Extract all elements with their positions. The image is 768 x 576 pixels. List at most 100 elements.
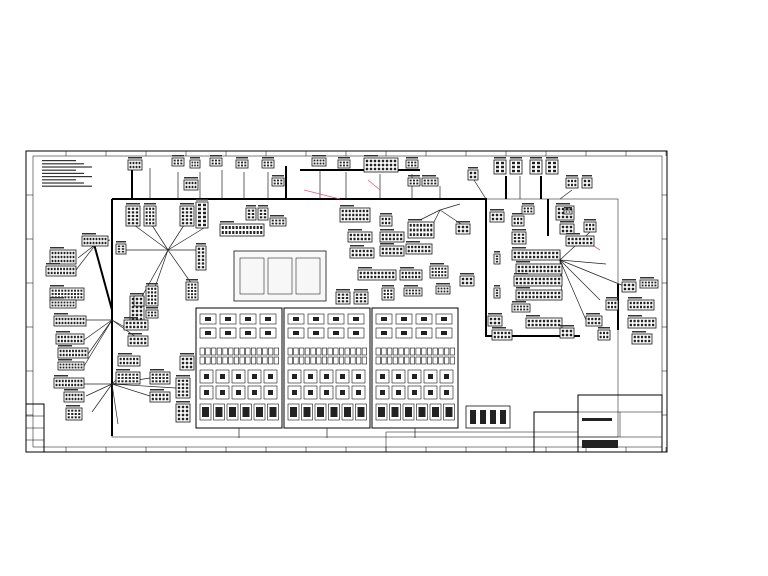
connector-pin xyxy=(59,353,62,357)
connector-pin xyxy=(158,393,162,397)
connector-pin xyxy=(443,287,446,290)
mini-fuse xyxy=(316,347,322,356)
fuse-relay-box xyxy=(283,307,371,438)
box-port-core xyxy=(242,407,250,417)
connector-body xyxy=(219,223,265,237)
connector-pin xyxy=(263,161,266,164)
connector-pin xyxy=(203,223,206,227)
connector-pin xyxy=(131,313,135,317)
connector-label-mark xyxy=(494,285,500,287)
connector xyxy=(493,157,507,175)
connector xyxy=(179,203,195,227)
connector-pin xyxy=(135,317,139,321)
connector xyxy=(63,389,85,403)
connector-pin xyxy=(525,295,528,299)
connector-pin xyxy=(565,333,569,337)
connector-pin xyxy=(70,335,73,339)
connector-body xyxy=(403,287,423,297)
connector-pin xyxy=(504,331,507,335)
connector-label-mark xyxy=(560,325,574,327)
connector-pin xyxy=(508,335,511,339)
relay-core xyxy=(293,331,299,335)
connector-pin xyxy=(65,353,68,357)
mini-fuse xyxy=(262,347,268,356)
connector-pin xyxy=(405,275,407,279)
connector-pin xyxy=(521,251,524,255)
connector-pin xyxy=(203,203,206,207)
connector-pin xyxy=(539,291,542,295)
connector xyxy=(509,157,523,175)
connector-pin xyxy=(221,231,224,234)
connector-pin xyxy=(228,231,231,234)
connector-pin xyxy=(79,317,82,321)
connector-pin xyxy=(493,317,497,321)
connector xyxy=(183,177,199,191)
connector-pin xyxy=(194,296,197,299)
connector-label-mark xyxy=(512,247,526,249)
connector-label-mark xyxy=(146,283,158,285)
mini-fuse xyxy=(404,356,410,365)
connector-pin xyxy=(346,161,349,164)
connector-pin xyxy=(381,247,384,251)
connector-pin xyxy=(565,229,569,233)
connector-pin xyxy=(67,321,70,325)
connector-pin xyxy=(343,161,345,164)
connector-pin xyxy=(127,207,131,210)
connector-pin xyxy=(508,331,511,335)
connector-pin xyxy=(95,237,98,241)
connector-pin xyxy=(418,275,421,279)
connector-pin xyxy=(359,253,362,257)
connector-pin xyxy=(550,291,553,295)
connector-pin xyxy=(499,217,503,221)
connector-pin xyxy=(196,164,199,167)
connector-body xyxy=(515,263,563,275)
connector-pin xyxy=(185,361,189,365)
mini-fuse xyxy=(299,356,305,365)
connector xyxy=(459,273,475,287)
connector-pin xyxy=(196,161,199,164)
connector-pin xyxy=(253,226,256,229)
connector-pin xyxy=(351,253,354,257)
relay-slot-core xyxy=(236,374,241,379)
connector xyxy=(511,301,531,313)
connector-pin xyxy=(71,409,74,412)
relay-slot-core xyxy=(444,390,449,395)
connector-pin xyxy=(640,335,644,339)
connector-pin xyxy=(363,275,366,279)
connector-pin xyxy=(542,319,546,323)
connector-pin xyxy=(389,233,392,237)
connector-pin xyxy=(571,179,573,183)
connector-pin xyxy=(74,363,77,366)
connector-pin xyxy=(117,245,121,248)
connector-pin xyxy=(643,301,646,305)
connector-pin xyxy=(629,323,632,327)
connector-pin xyxy=(57,304,60,307)
connector-pin xyxy=(54,259,57,263)
connector-pin xyxy=(76,317,79,321)
connector-pin xyxy=(565,211,568,213)
connector-pin xyxy=(385,247,388,251)
connector-pin xyxy=(162,397,165,401)
connector-pin xyxy=(497,321,501,325)
connector-pin xyxy=(71,416,74,419)
branch-wire xyxy=(83,319,113,341)
connector-label-mark xyxy=(628,297,642,299)
connector-pin xyxy=(187,286,190,289)
connector-pin xyxy=(567,241,570,245)
connector-pin xyxy=(61,289,64,292)
connector-pin xyxy=(123,361,125,365)
connector-pin xyxy=(117,250,121,253)
connector xyxy=(335,289,351,305)
connector-pin xyxy=(348,209,351,213)
connector-pin xyxy=(611,305,613,309)
connector-pin xyxy=(409,233,412,237)
connector-pin xyxy=(185,417,189,421)
connector-pin xyxy=(374,275,377,279)
connector-body xyxy=(379,231,405,243)
connector-pin xyxy=(389,251,392,255)
connector-pin xyxy=(528,295,531,299)
connector-pin xyxy=(121,245,125,248)
mini-fuse xyxy=(287,356,293,365)
connector-pin xyxy=(561,333,565,337)
